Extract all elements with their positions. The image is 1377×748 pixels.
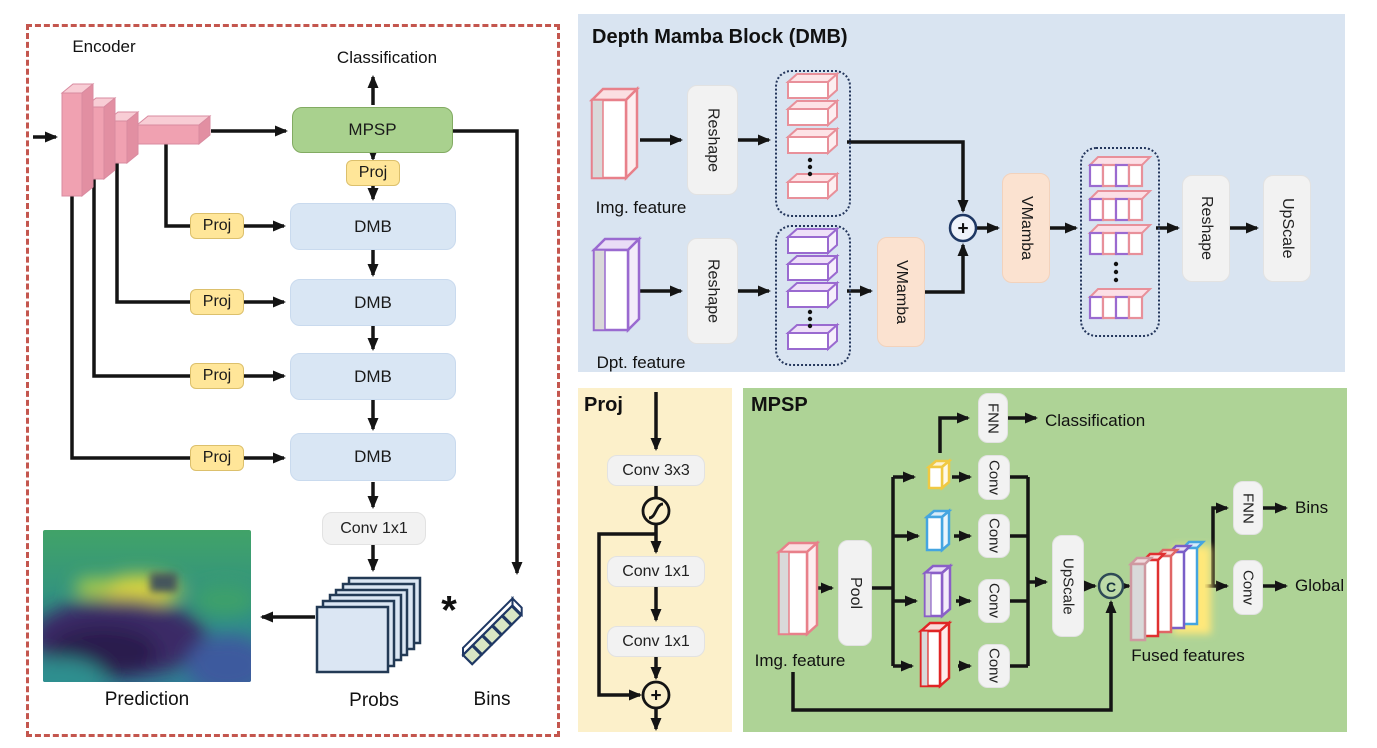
reshape-node-out: Reshape (1182, 175, 1230, 282)
proj-node-top: Proj (346, 160, 400, 186)
proj-node-3: Proj (190, 363, 244, 389)
encoder-label: Encoder (72, 37, 136, 56)
dmb-node-3: DMB (290, 353, 456, 400)
proj-panel-title: Proj (584, 394, 623, 416)
proj-node-4: Proj (190, 445, 244, 471)
proj-node-1: Proj (190, 213, 244, 239)
mpsp-classification-label: Classification (1045, 411, 1146, 430)
reshape-node-img: Reshape (687, 85, 738, 195)
dmb-panel-title: Depth Mamba Block (DMB) (592, 26, 848, 48)
probs-label: Probs (349, 690, 399, 711)
conv-node-2: Conv (978, 514, 1010, 558)
fnn-node-classification: FNN (978, 393, 1008, 443)
fused-features-label: Fused features (1131, 646, 1245, 665)
mpsp-panel-title: MPSP (751, 394, 808, 416)
mpsp-global-label: Global (1295, 576, 1345, 595)
conv1x1-node: Conv 1x1 (322, 512, 426, 545)
upscale-node-mpsp: UpScale (1052, 535, 1084, 637)
vmamba-node-2: VMamba (1002, 173, 1050, 283)
upscale-node-dmb: UpScale (1263, 175, 1311, 282)
proj-node-2: Proj (190, 289, 244, 315)
mpsp-bins-label: Bins (1295, 498, 1329, 517)
img-feature-label: Img. feature (595, 198, 687, 217)
vmamba-node-1: VMamba (877, 237, 925, 347)
proj-conv1x1-node-2: Conv 1x1 (607, 626, 705, 657)
dpt-token-group (775, 225, 851, 366)
conv-node-global: Conv (1233, 560, 1263, 615)
conv-node-1: Conv (978, 455, 1010, 500)
mpsp-node: MPSP (292, 107, 453, 153)
fnn-node-bins: FNN (1233, 481, 1263, 535)
classification-output-label: Classification (336, 48, 438, 67)
proj-conv1x1-node-1: Conv 1x1 (607, 556, 705, 587)
dmb-node-2: DMB (290, 279, 456, 326)
fused-token-group (1080, 147, 1160, 337)
pool-node: Pool (838, 540, 872, 646)
conv-node-4: Conv (978, 644, 1010, 688)
dmb-node-4: DMB (290, 433, 456, 481)
dmb-node-1: DMB (290, 203, 456, 250)
multiply-asterisk: * (441, 588, 457, 633)
reshape-node-dpt: Reshape (687, 238, 738, 344)
conv3x3-node: Conv 3x3 (607, 455, 705, 486)
img-token-group (775, 70, 851, 217)
prediction-label: Prediction (104, 689, 190, 710)
bins-label: Bins (473, 689, 511, 710)
mpsp-img-feature-label: Img. feature (754, 651, 846, 670)
dpt-feature-label: Dpt. feature (596, 353, 686, 372)
conv-node-3: Conv (978, 579, 1010, 623)
